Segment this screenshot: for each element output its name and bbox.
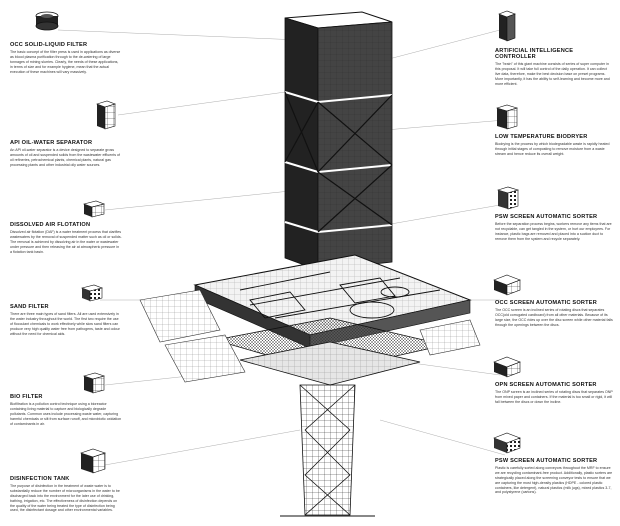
label-text: The purpose of disinfection in the treat… (10, 484, 120, 513)
label-text: The basic concept of the filter press is… (10, 50, 121, 74)
label-text: There are three main types of sand filte… (10, 312, 120, 336)
label-text: The OCC screen is an inclined series of … (495, 308, 613, 327)
label-ai-controller: ARTIFICIAL INTELLIGENCE CONTROLLER The "… (495, 48, 613, 87)
label-title: PSW SCREEN AUTOMATIC SORTER (495, 214, 598, 220)
label-title: SAND FILTER (10, 304, 49, 310)
support-column (280, 384, 375, 517)
label-text: Before the separation process begins, wo… (495, 222, 612, 241)
label-text: Plastic is carefully sorted along convey… (495, 466, 613, 495)
occ-sorter-icon (493, 274, 521, 296)
sand-filter-icon (81, 284, 103, 302)
tower-shaft (284, 11, 393, 271)
label-title: API OIL-WATER SEPARATOR (10, 140, 93, 146)
opn-sorter-icon (493, 356, 521, 378)
ai-controller-icon (498, 10, 516, 42)
label-sand-filter: SAND FILTER There are three main types o… (10, 304, 122, 336)
label-title: ARTIFICIAL INTELLIGENCE CONTROLLER (495, 48, 574, 61)
daf-icon (83, 200, 105, 218)
label-opn-sorter: OPN SCREEN AUTOMATIC SORTER The ONP scre… (495, 382, 613, 405)
label-title: BIO FILTER (10, 394, 43, 400)
side-modules (139, 289, 481, 383)
label-title: DISSOLVED AIR FLOTATION (10, 222, 91, 228)
psw-sorter-2-icon (493, 432, 521, 454)
label-daf: DISSOLVED AIR FLOTATION Dissolved air fl… (10, 222, 122, 254)
label-title: DISINFECTION TANK (10, 476, 70, 482)
label-text: Dissolved air flotation (DAF) is a water… (10, 230, 122, 254)
label-biodryer: LOW TEMPERATURE BIODRYER Biodrying is th… (495, 134, 613, 157)
api-separator-icon (96, 100, 116, 130)
lower-platform (214, 317, 446, 386)
label-title: PSW SCREEN AUTOMATIC SORTER (495, 458, 598, 464)
bio-filter-icon (83, 372, 105, 394)
label-api-separator: API OIL-WATER SEPARATOR An API oil-water… (10, 140, 122, 168)
label-title: OCC SCREEN AUTOMATIC SORTER (495, 300, 597, 306)
label-text: Biofiltration is a pollution control tec… (10, 402, 122, 426)
label-psw-sorter: PSW SCREEN AUTOMATIC SORTER Before the s… (495, 214, 613, 242)
biodryer-icon (496, 104, 518, 130)
label-disinfection-tank: DISINFECTION TANK The purpose of disinfe… (10, 476, 122, 513)
label-psw-sorter-2: PSW SCREEN AUTOMATIC SORTER Plastic is c… (495, 458, 613, 495)
label-text: An API oil-water separator is a device d… (10, 148, 121, 167)
label-title: LOW TEMPERATURE BIODRYER (495, 134, 588, 140)
occ-filter-icon (35, 11, 59, 31)
label-text: The "brain" of this giant machine consis… (495, 62, 610, 86)
label-text: The ONP screen is an inclined series of … (495, 390, 613, 404)
label-title: OCC SOLID-LIQUID FILTER (10, 42, 88, 48)
label-occ-filter: OCC SOLID-LIQUID FILTER The basic concep… (10, 42, 122, 74)
label-title: OPN SCREEN AUTOMATIC SORTER (495, 382, 597, 388)
label-occ-sorter: OCC SCREEN AUTOMATIC SORTER The OCC scre… (495, 300, 613, 328)
platform-deck (193, 254, 472, 349)
leader-lines (57, 29, 506, 466)
label-text: Biodrying is the process by which biodeg… (495, 142, 610, 156)
disinfection-tank-icon (80, 448, 106, 474)
psw-sorter-icon (497, 186, 519, 210)
label-bio-filter: BIO FILTER Biofiltration is a pollution … (10, 394, 122, 426)
